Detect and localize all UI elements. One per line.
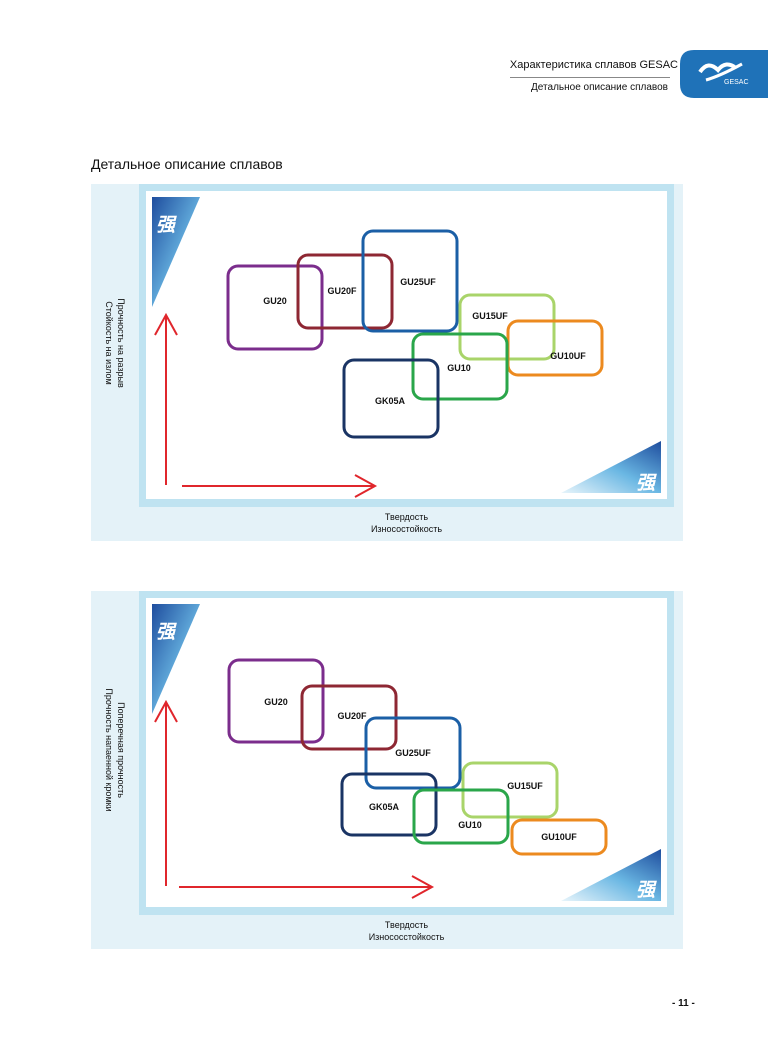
alloy-box-gk05a [340,772,438,837]
logo-text: GESAC [724,79,749,86]
alloy-box-gu20 [227,658,325,744]
header-divider [510,77,670,78]
y-axis-label-1: Прочность на разрыв Стойкость на излом [91,184,139,501]
alloy-label-gu20f: GU20F [337,711,367,721]
gesac-logo: GESAC [680,50,768,98]
alloy-label-gu10: GU10 [447,363,471,373]
header-title: Характеристика сплавов GESAC [509,59,678,71]
alloy-label-gu20f: GU20F [327,286,357,296]
alloy-label-gu25uf: GU25UF [395,748,431,758]
alloy-box-gu25uf [364,716,462,790]
y-axis-arrow [154,312,178,485]
corner-glyph-top-left: 强 [156,215,177,236]
x-axis-arrow [179,875,435,899]
corner-triangle-top-left [152,604,200,714]
corner-triangle-bottom-right [561,441,661,493]
section-title: Детальное описание сплавов [91,156,283,172]
y-label-line-2: Стойкость на излом [104,300,114,385]
corner-glyph-bottom-right: 强 [636,473,657,494]
alloy-label-gu20: GU20 [264,697,288,707]
x-label-line-1: Твердость [384,512,429,522]
x-label-line-2: Износостойкость [370,524,443,534]
y-label-line-1: Поперечная прочность [116,702,126,798]
alloy-box-gu10 [411,332,509,401]
x-axis-label-2: Твердость Износосстойкость [139,919,674,943]
alloy-label-gk05a: GK05A [375,396,406,406]
corner-glyph-bottom-right: 强 [636,880,657,901]
alloy-label-gu10uf: GU10UF [550,351,586,361]
x-axis-label-1: Твердость Износостойкость [139,511,674,535]
y-label-line-2: Прочность напаенной кромки [104,688,114,812]
corner-triangle-bottom-right [561,849,661,901]
alloy-box-gu10 [412,788,510,845]
logo-swoosh [698,62,738,74]
alloy-box-gu25uf [361,229,459,333]
logo-swoosh-2 [705,62,743,82]
y-axis-label-2: Поперечная прочность Прочность напаенной… [91,591,139,909]
diagram-panel-2: Поперечная прочность Прочность напаенной… [91,591,683,949]
alloy-label-gu15uf: GU15UF [472,311,508,321]
y-label-line-1: Прочность на разрыв [116,297,126,388]
alloy-label-gu25uf: GU25UF [400,277,436,287]
alloy-label-gu10uf: GU10UF [541,832,577,842]
page-number: - 11 - [672,998,695,1009]
alloy-label-gu15uf: GU15UF [507,781,543,791]
alloy-box-gu20 [226,264,324,351]
y-axis-arrow [154,699,178,886]
corner-glyph-top-left: 强 [156,622,177,643]
alloy-box-gu10uf [510,818,608,856]
alloy-box-gk05a [342,358,440,439]
x-axis-arrow [182,474,378,498]
alloy-box-gu20f [296,253,394,330]
x-label-line-2: Износосстойкость [368,932,445,942]
alloy-label-gu20: GU20 [263,296,287,306]
x-label-line-1: Твердость [384,920,429,930]
alloy-label-gu10: GU10 [458,820,482,830]
diagram-panel-1: Прочность на разрыв Стойкость на излом 强… [91,184,683,541]
corner-triangle-top-left [152,197,200,307]
header-subtitle: Детальное описание сплавов [531,82,668,93]
alloy-label-gk05a: GK05A [369,802,400,812]
